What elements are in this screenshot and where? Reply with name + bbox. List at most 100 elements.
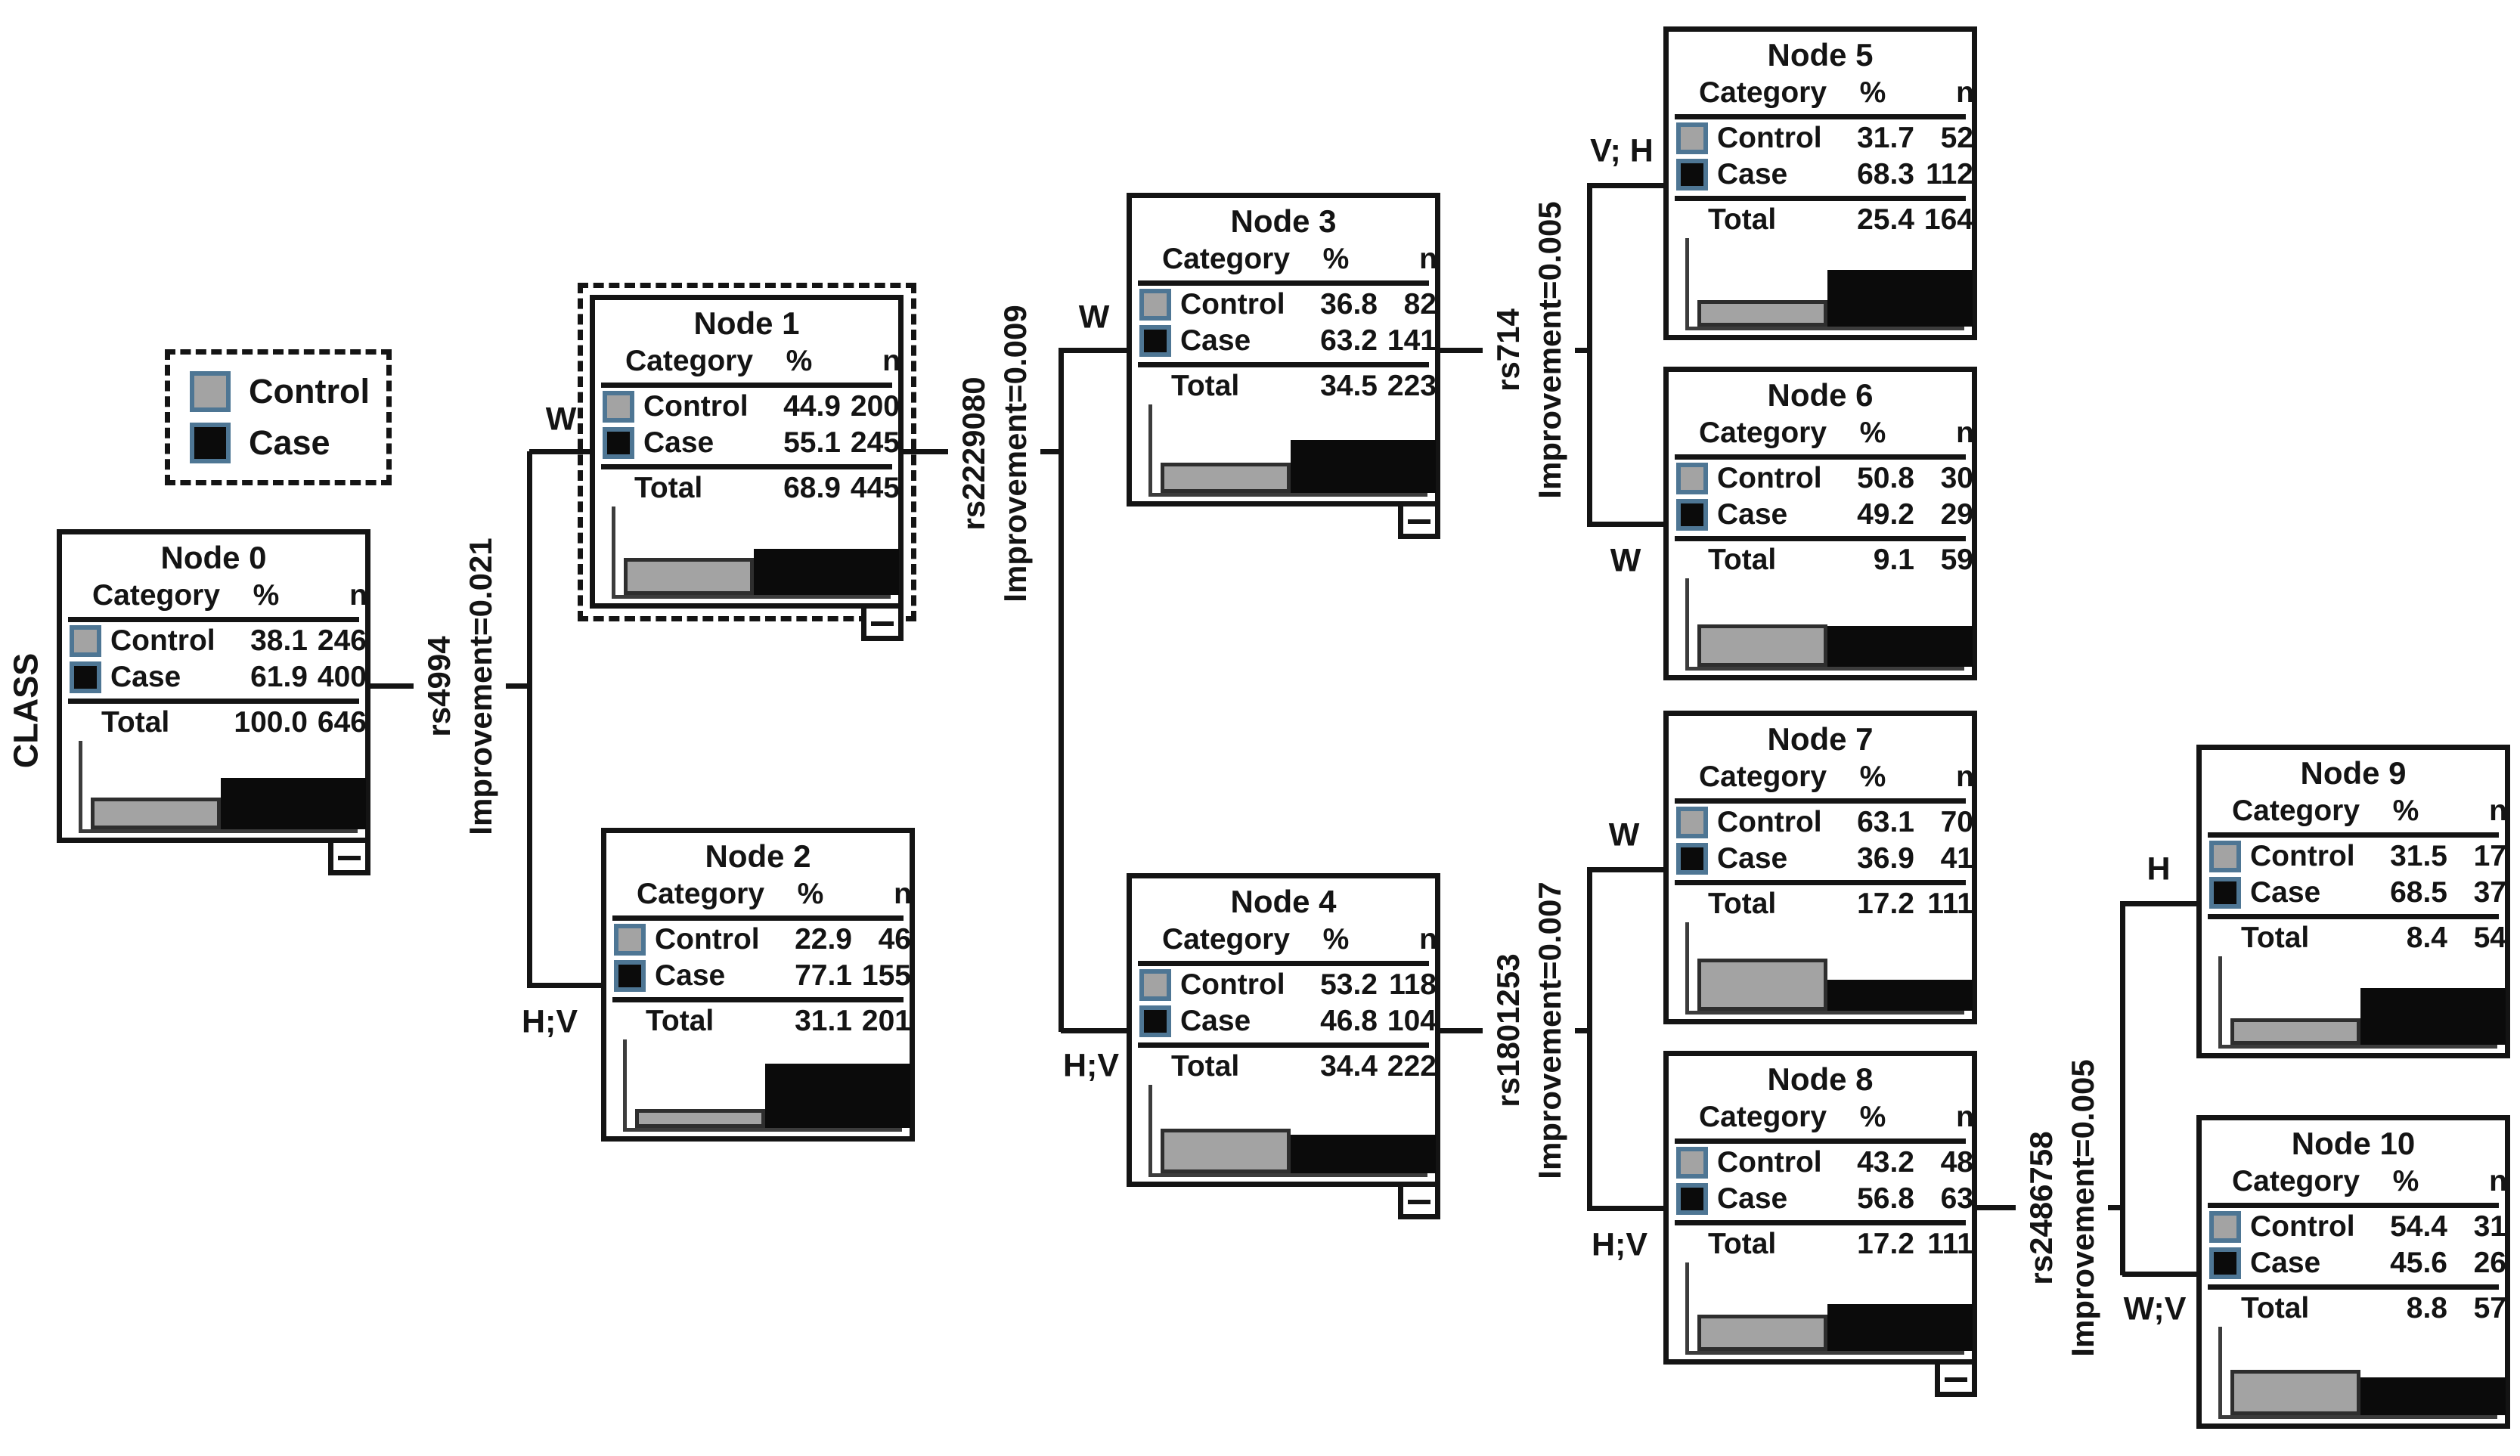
- branch-value-label: W: [1608, 816, 1640, 853]
- y-axis: [2218, 956, 2222, 1049]
- control-swatch-icon: [1139, 969, 1171, 1001]
- minus-icon: [338, 856, 361, 860]
- connector-line: [529, 983, 603, 988]
- control-bar: [624, 558, 754, 595]
- case-swatch-icon: [2209, 877, 2241, 909]
- legend: Control Case: [165, 349, 392, 485]
- case-swatch-icon: [1139, 1005, 1171, 1037]
- divider: [1138, 362, 1429, 367]
- connector-line: [1589, 1206, 1663, 1211]
- table-header: Category%n: [2232, 795, 2507, 827]
- case-swatch-icon: [2209, 1247, 2241, 1279]
- node-bar-chart: [1676, 578, 1973, 671]
- collapse-button[interactable]: [328, 838, 370, 875]
- connector-line: [1059, 348, 1064, 1032]
- divider: [1138, 1042, 1429, 1048]
- case-bar: [221, 778, 366, 829]
- collapse-button[interactable]: [1398, 501, 1440, 539]
- connector-line: [529, 449, 591, 454]
- table-header: Category%n: [2232, 1165, 2507, 1197]
- legend-label: Control: [249, 372, 370, 410]
- y-axis: [1685, 922, 1689, 1015]
- divider: [68, 699, 359, 704]
- case-swatch-icon: [1676, 499, 1708, 531]
- y-axis: [1685, 238, 1689, 330]
- branch-value-label: V; H: [1590, 132, 1654, 169]
- node-title: Node 10: [2291, 1126, 2416, 1161]
- collapse-button[interactable]: [1935, 1359, 1977, 1397]
- node-title: Node 0: [160, 540, 267, 575]
- x-axis: [1685, 327, 1964, 330]
- branch-value-label: H;V: [1062, 1047, 1120, 1084]
- x-axis: [612, 595, 891, 599]
- control-bar: [2230, 1370, 2360, 1415]
- case-bar: [1827, 626, 1973, 667]
- divider: [1675, 536, 1966, 541]
- table-header: Category%n: [1699, 76, 1974, 109]
- legend-item-control: Control: [190, 371, 386, 412]
- connector-line: [2122, 901, 2196, 906]
- case-swatch-icon: [1676, 159, 1708, 191]
- x-axis: [2218, 1045, 2497, 1049]
- y-axis: [1148, 404, 1152, 497]
- y-axis: [2218, 1327, 2222, 1419]
- case-swatch-icon: [70, 661, 101, 693]
- node-bar-chart: [2209, 1327, 2506, 1419]
- branch-value-label: W: [1078, 299, 1110, 336]
- control-bar: [2230, 1018, 2360, 1045]
- node-bar-chart: [2209, 956, 2506, 1049]
- control-bar: [1697, 624, 1827, 667]
- y-axis: [79, 741, 82, 833]
- case-bar: [1827, 270, 1973, 327]
- case-bar: [765, 1064, 910, 1128]
- x-axis: [1148, 493, 1427, 497]
- node-bar-chart: [1676, 922, 1973, 1015]
- control-swatch-icon: [190, 371, 231, 412]
- node-title: Node 5: [1767, 37, 1874, 73]
- divider: [2208, 1203, 2499, 1208]
- connector-line: [1587, 867, 1592, 1211]
- control-swatch-icon: [614, 924, 646, 956]
- collapse-button[interactable]: [861, 603, 904, 641]
- case-bar: [1827, 980, 1973, 1011]
- divider: [1675, 798, 1966, 804]
- node-bar-chart: [1676, 238, 1973, 330]
- control-swatch-icon: [2209, 1211, 2241, 1243]
- node-title: Node 7: [1767, 721, 1874, 757]
- collapse-button[interactable]: [1398, 1182, 1440, 1219]
- node-title: Node 9: [2300, 755, 2407, 791]
- connector-line: [1589, 867, 1663, 872]
- branch-value-label: W;V: [2123, 1290, 2187, 1327]
- divider: [1675, 1220, 1966, 1225]
- node-bar-chart: [614, 1039, 910, 1132]
- divider: [1675, 454, 1966, 460]
